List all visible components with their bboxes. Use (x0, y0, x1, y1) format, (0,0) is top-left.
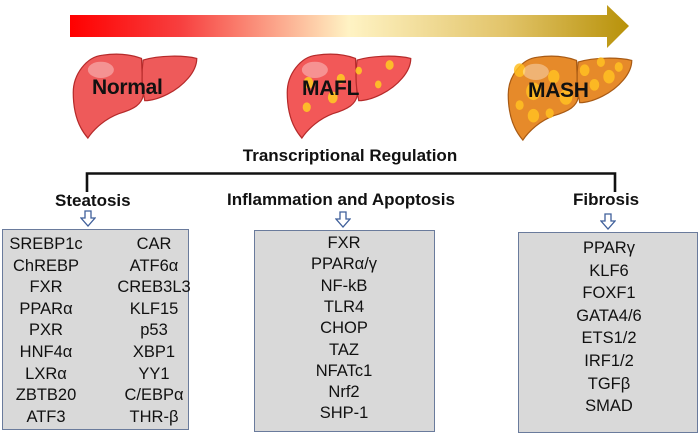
fat-droplet (579, 64, 590, 77)
fat-droplet (515, 100, 524, 110)
fat-droplet (385, 60, 394, 70)
fat-droplet (513, 63, 526, 78)
transcription-factor: LXRα (25, 364, 67, 383)
stage-label-mash: MASH (528, 79, 589, 102)
arrow-down-icon (80, 210, 96, 227)
transcription-factor: FXR (29, 278, 63, 297)
transcription-factor: TLR4 (323, 297, 365, 316)
liver-icon (507, 55, 633, 142)
stage-label-normal: Normal (92, 76, 163, 99)
section-title-inflammation-and-apoptosis: Inflammation and Apoptosis (227, 190, 455, 209)
fat-droplet (526, 82, 541, 101)
tf-list-inflammation-and-apoptosis (254, 230, 435, 432)
transcription-factor: CHOP (320, 319, 368, 338)
transcription-factor: ATF6α (129, 256, 179, 275)
transcription-factor: KLF6 (589, 261, 629, 280)
fat-droplet (548, 69, 560, 84)
transcription-factor: TGFβ (587, 374, 631, 393)
fat-droplet (559, 89, 573, 105)
fat-droplet (327, 91, 338, 104)
transcription-factor: SHP-1 (319, 404, 369, 423)
transcription-factor: CAR (136, 235, 172, 253)
fat-droplet (336, 73, 345, 84)
liver-icon (286, 53, 412, 140)
tf-list-fibrosis (518, 232, 698, 433)
transcription-factor: NF-kB (320, 276, 368, 295)
liver-mash (505, 52, 635, 147)
transcription-factor: ChREBP (12, 256, 80, 275)
transcription-factor: SMAD (585, 397, 633, 416)
transcription-factor: ATF3 (26, 407, 66, 426)
transcription-factor: THR-β (129, 407, 179, 426)
transcription-factor: PPARα (19, 299, 73, 318)
fat-droplet (303, 76, 314, 89)
transcription-factor: IRF1/2 (584, 352, 634, 370)
transcription-factor: PPARα/γ (310, 255, 378, 274)
fat-droplet (603, 69, 615, 84)
transcription-factor: Nrf2 (328, 383, 360, 402)
transcription-factor: GATA4/6 (576, 306, 642, 325)
transcription-factor: ZBTB20 (15, 386, 77, 405)
tf-list-steatosis (2, 229, 189, 430)
fat-droplet (589, 78, 600, 91)
liver-icon (72, 53, 198, 140)
diagram-title: Transcriptional Regulation (242, 146, 458, 165)
transcription-factor: SREBP1c (9, 235, 83, 253)
transcription-factor: p53 (140, 321, 168, 340)
transcription-factor: CREB3L3 (117, 278, 191, 297)
section-title-steatosis: Steatosis (55, 191, 131, 210)
transcription-factor: C/EBPα (124, 386, 184, 405)
disease-progression-arrow (70, 5, 629, 48)
fat-droplet (596, 57, 605, 67)
transcription-factor: NFATc1 (315, 361, 373, 380)
transcription-factor: FXR (327, 234, 361, 252)
liver-mafl (284, 50, 414, 145)
section-title-fibrosis: Fibrosis (573, 190, 640, 209)
transcription-factor: PXR (29, 321, 63, 340)
arrow-right-icon (70, 5, 629, 48)
transcription-factor: TAZ (329, 340, 359, 359)
fat-droplet (614, 62, 623, 72)
fat-droplet (527, 108, 540, 123)
arrow-down-icon (600, 213, 616, 230)
transcription-factor: HNF4α (19, 343, 73, 361)
transcription-factor: ETS1/2 (581, 329, 637, 348)
transcription-factor: FOXF1 (582, 284, 636, 303)
transcription-factor: KLF15 (129, 299, 179, 318)
transcription-factor: PPARγ (583, 239, 635, 257)
stage-label-mafl: MAFL (302, 77, 360, 100)
fat-droplet (545, 108, 554, 119)
arrow-down-icon (335, 211, 351, 228)
transcription-factor: YY1 (138, 364, 170, 383)
transcription-factor: XBP1 (132, 343, 176, 361)
fat-droplet (302, 102, 311, 113)
fat-droplet (375, 80, 382, 89)
liver-normal (70, 50, 200, 145)
fat-droplet (355, 66, 362, 75)
